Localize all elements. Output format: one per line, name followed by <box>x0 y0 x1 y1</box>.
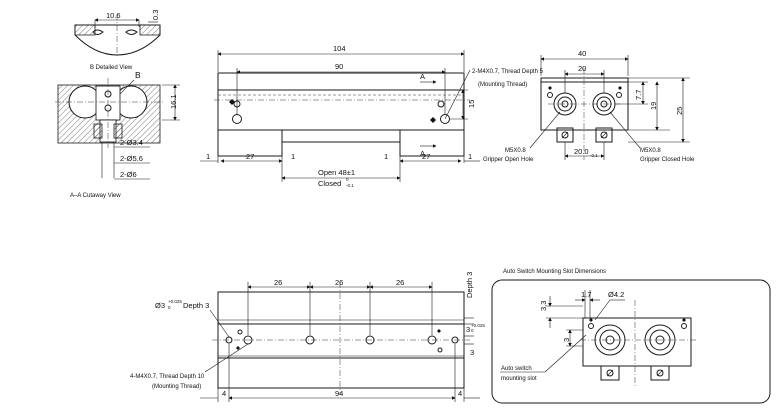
side-width-40: 40 <box>578 49 586 58</box>
b-detail-width-dim: 10.6 <box>106 11 121 20</box>
front-gap-1a: 1 <box>206 152 210 161</box>
aa-cutaway-view: B 16.1 2-Ø3.4 2-Ø5.6 2-Ø6 A–A Cutaway Vi… <box>55 70 180 199</box>
bottom-view: 26 26 26 Ø3 +0.025 0 Depth 3 Depth 3 3 +… <box>130 272 485 402</box>
side-height-25: 25 <box>675 107 684 115</box>
front-gap-1d: 1 <box>468 152 472 161</box>
aa-height-dim: 16.1 <box>169 94 178 109</box>
aa-detail-b-label: B <box>135 70 141 80</box>
b-detail-caption: B Detailed View <box>90 65 133 71</box>
b-detail-offset-dim: 0.3 <box>151 10 160 20</box>
side-m5-open: M5X0.8 <box>505 148 526 154</box>
front-closed-tol-top: 0 <box>346 177 349 182</box>
bottom-pin-right-tol-top: +0.025 <box>471 323 485 328</box>
auto-switch-detail: Auto Switch Mounting Slot Dimensions 3.3… <box>491 269 771 404</box>
front-jaw-27b: 27 <box>422 152 430 161</box>
front-gap-1b: 1 <box>291 152 295 161</box>
auto-switch-label-line1: Auto switch <box>501 366 532 372</box>
side-gripper-closed-hole: Gripper Closed Hole <box>640 157 695 163</box>
bottom-pin-right-tol-bot: 0 <box>471 328 474 333</box>
front-height-15: 15 <box>467 100 476 108</box>
front-gap-1c: 1 <box>384 152 388 161</box>
bottom-pitch-26c: 26 <box>396 278 404 287</box>
front-thread-sub: (Mounting Thread) <box>478 82 527 88</box>
side-m5-closed: M5X0.8 <box>640 148 661 154</box>
side-bottom-dim-tol: -0.1 <box>590 153 598 158</box>
front-open-stroke: Open 48±1 <box>318 168 355 177</box>
bottom-pitch-26b: 26 <box>335 278 343 287</box>
auto-switch-dim-d4-2: Ø4.2 <box>608 290 624 299</box>
bottom-edge-4b: 4 <box>458 389 462 398</box>
bottom-pin-left-tol-bot: 0 <box>168 305 171 310</box>
front-length-104: 104 <box>333 44 346 53</box>
side-dim-19: 19 <box>649 102 658 110</box>
aa-caption: A–A Cutaway View <box>70 193 121 199</box>
bottom-slot-3: 3 <box>470 348 474 357</box>
side-bore-pitch-20: 20 <box>578 64 586 73</box>
front-view: 104 90 A A 2-M4X0.7, Thread Depth 5 (Mou… <box>200 44 544 188</box>
bottom-pin-pitch-94: 94 <box>335 389 343 398</box>
side-gripper-open-hole: Gripper Open Hole <box>483 157 534 163</box>
auto-switch-dim-3-3: 3.3 <box>539 301 548 311</box>
bottom-pitch-26a: 26 <box>274 278 282 287</box>
front-hole-pitch-90: 90 <box>335 62 343 71</box>
auto-switch-title: Auto Switch Mounting Slot Dimensions <box>503 269 606 275</box>
front-closed-stroke: Closed <box>318 179 341 188</box>
bottom-thread-sub: (Mounting Thread) <box>152 384 201 390</box>
side-bottom-dim-20: 20.0 <box>574 147 589 156</box>
auto-switch-dim-1-7: 1.7 <box>581 290 591 299</box>
section-a-top: A <box>420 72 425 81</box>
bottom-pin-left-tol-top: +0.025 <box>168 299 182 304</box>
side-view: 40 20 7.7 19 25 20.0 -0.1 M5X0.8 Gripper… <box>483 49 695 163</box>
auto-switch-dim-3: 3 <box>562 338 571 342</box>
side-dim-7-7: 7.7 <box>634 90 643 100</box>
front-closed-tol-bot: -0.1 <box>346 183 354 188</box>
aa-dia-5-6: 2-Ø5.6 <box>120 154 143 163</box>
bottom-pin-left-depth: Depth 3 <box>183 301 209 310</box>
auto-switch-label-line2: mounting slot <box>501 376 537 382</box>
bottom-pin-right-size: 3 <box>466 325 470 334</box>
aa-dia-3-4: 2-Ø3.4 <box>120 138 143 147</box>
aa-dia-6: 2-Ø6 <box>120 170 137 179</box>
bottom-edge-4a: 4 <box>222 389 226 398</box>
bottom-thread-note: 4-M4X0.7, Thread Depth 10 <box>130 374 205 380</box>
bottom-pin-right-depth-label: Depth 3 <box>465 272 474 298</box>
front-jaw-27a: 27 <box>246 152 254 161</box>
bottom-pin-left: Ø3 <box>155 301 165 310</box>
section-a-bottom: A <box>420 149 425 158</box>
b-detailed-view: 10.6 0.3 B Detailed View <box>74 10 161 71</box>
front-thread-note: 2-M4X0.7, Thread Depth 5 <box>472 69 544 75</box>
